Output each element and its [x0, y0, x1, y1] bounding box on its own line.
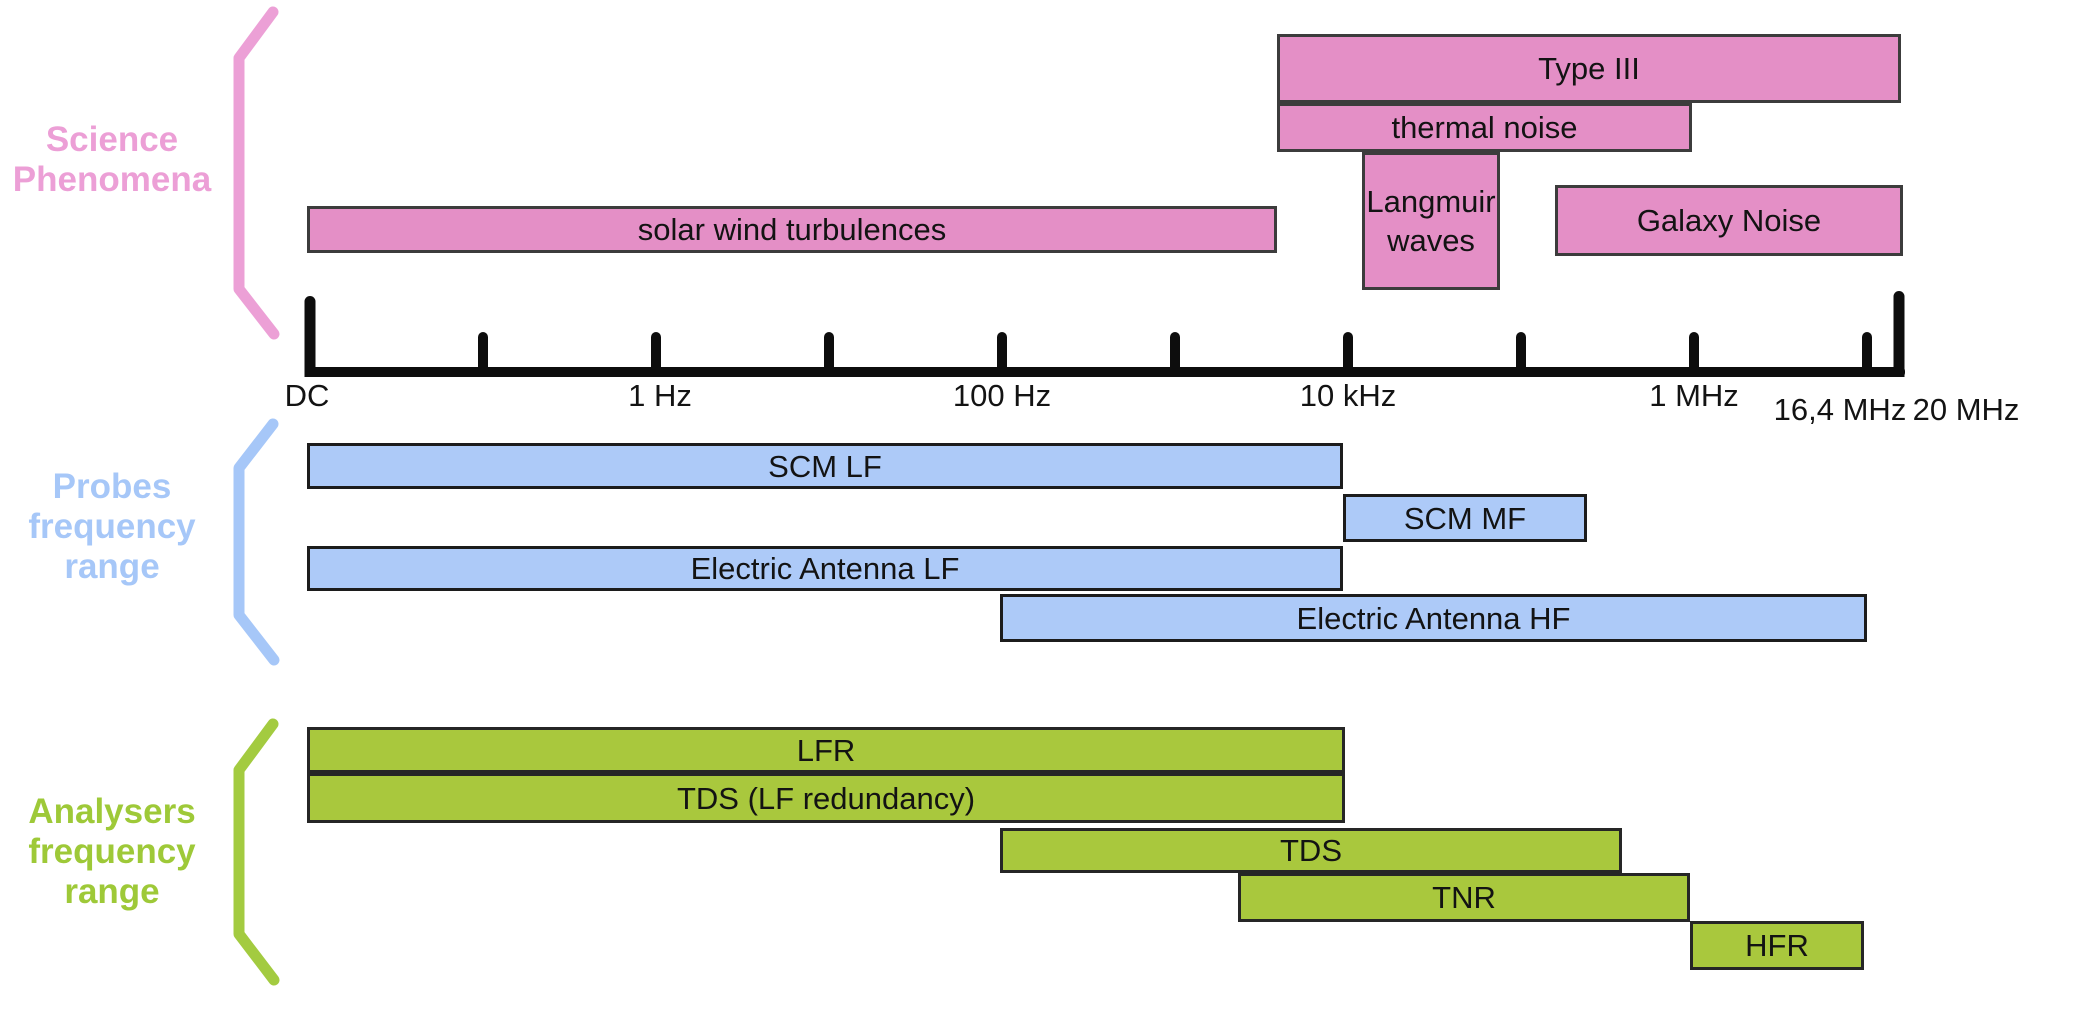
analysers-frequency-range-bracket	[233, 718, 280, 986]
probes-frequency-range-label-line: range	[64, 547, 160, 586]
axis-tick	[478, 332, 488, 377]
analysers-frequency-range-bar: TDS (LF redundancy)	[307, 773, 1345, 823]
probes-frequency-range-bar: SCM LF	[307, 443, 1343, 489]
bar-label: thermal noise	[1391, 110, 1578, 145]
axis-tick-label: 10 kHz	[1299, 378, 1397, 413]
analysers-frequency-range-label-line: range	[64, 872, 160, 911]
analysers-frequency-range-label-line: Analysers	[28, 792, 196, 831]
axis-tick-label: 1 Hz	[628, 378, 692, 413]
bar-label: TDS (LF redundancy)	[676, 780, 976, 816]
bar-label: Galaxy Noise	[1636, 203, 1822, 238]
science-phenomena-label-line: Phenomena	[12, 160, 212, 199]
science-phenomena-bar: solar wind turbulences	[307, 206, 1277, 253]
bar-label: Electric Antenna HF	[1296, 600, 1571, 636]
axis-tick	[1516, 332, 1526, 377]
axis-tick	[1689, 332, 1699, 377]
bar-label: SCM MF	[1403, 500, 1527, 536]
probes-frequency-range-bar: Electric Antenna HF	[1000, 594, 1867, 642]
analysers-frequency-range-bar: TDS	[1000, 828, 1622, 873]
axis-tick-label: 16,4 MHz	[1773, 392, 1907, 427]
axis-tick	[1170, 332, 1180, 377]
analysers-frequency-range-bar: HFR	[1690, 921, 1864, 970]
probes-frequency-range-bar: Electric Antenna LF	[307, 546, 1343, 591]
science-phenomena-bar: Galaxy Noise	[1555, 185, 1903, 256]
probes-frequency-range-bar: SCM MF	[1343, 494, 1587, 542]
bar-label-line: waves	[1387, 223, 1475, 258]
axis-tick	[651, 332, 661, 377]
bar-label: HFR	[1745, 928, 1809, 963]
axis-tick	[997, 332, 1007, 377]
science-phenomena-bracket	[233, 6, 280, 340]
science-phenomena-bar: Type III	[1277, 34, 1901, 103]
axis-tick	[1862, 332, 1872, 377]
frequency-axis-line	[305, 367, 1905, 377]
analysers-frequency-range-bar: TNR	[1238, 873, 1690, 922]
bar-label: Electric Antenna LF	[690, 551, 960, 586]
bar-label: LFR	[796, 732, 856, 768]
bar-label: solar wind turbulences	[637, 212, 947, 247]
axis-tick-label: 1 MHz	[1649, 378, 1739, 413]
probes-frequency-range-bracket	[233, 418, 280, 666]
probes-frequency-range-label-line: frequency	[28, 507, 196, 546]
axis-tick-label: 20 MHz	[1912, 392, 2020, 427]
bar-label-line: Langmuir	[1366, 184, 1496, 219]
axis-tick-label: DC	[284, 378, 330, 413]
bar-label: SCM LF	[768, 448, 882, 484]
science-phenomena-label-line: Science	[45, 120, 179, 159]
axis-end-tick	[304, 296, 316, 377]
axis-tick-label: 100 Hz	[952, 378, 1052, 413]
analysers-frequency-range-label-line: frequency	[28, 832, 196, 871]
probes-frequency-range-label-line: Probes	[52, 467, 172, 506]
bar-label: TNR	[1432, 880, 1496, 915]
science-phenomena-bar: Langmuir waves	[1362, 152, 1500, 290]
axis-tick	[1343, 332, 1353, 377]
analysers-frequency-range-bar: LFR	[307, 727, 1345, 773]
axis-tick	[824, 332, 834, 377]
science-phenomena-bar: thermal noise	[1277, 103, 1692, 152]
axis-end-tick	[1893, 291, 1905, 377]
bar-label: Type III	[1538, 51, 1640, 86]
bar-label: TDS	[1280, 833, 1342, 868]
